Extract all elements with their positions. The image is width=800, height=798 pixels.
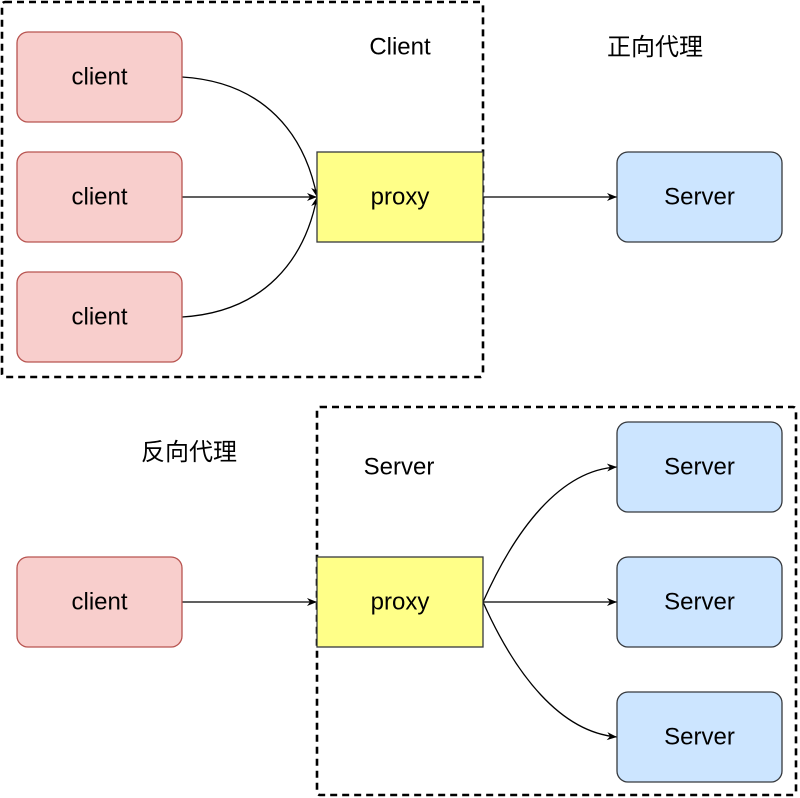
forward-client-node-3: client xyxy=(16,271,183,363)
server-label: Server xyxy=(664,184,735,211)
client-label: client xyxy=(71,304,127,331)
forward-client-node-1: client xyxy=(16,31,183,123)
server-label: Server xyxy=(664,724,735,751)
client-label: client xyxy=(71,184,127,211)
forward-proxy-section: Client 正向代理 client client client proxy S… xyxy=(0,0,783,379)
reverse-proxy-node: proxy xyxy=(316,556,484,648)
reverse-client-node: client xyxy=(16,556,183,648)
reverse-proxy-heading: 反向代理 xyxy=(141,438,237,466)
server-label: Server xyxy=(664,589,735,616)
edge-client-1-to-proxy xyxy=(181,76,320,198)
edge-proxy-to-server-1 xyxy=(482,463,618,603)
edge-client-3-to-proxy xyxy=(181,196,320,318)
client-label: client xyxy=(71,589,127,616)
forward-group-label: Client xyxy=(369,34,431,61)
reverse-proxy-section: 反向代理 Server client proxy Server Server S… xyxy=(16,405,798,797)
reverse-group-label: Server xyxy=(364,454,435,481)
proxy-label: proxy xyxy=(371,589,430,616)
edge-proxy-to-server-3 xyxy=(482,601,618,741)
reverse-server-node-2: Server xyxy=(616,556,783,648)
forward-proxy-node: proxy xyxy=(316,151,484,243)
server-label: Server xyxy=(664,454,735,481)
forward-server-node: Server xyxy=(616,151,783,243)
proxy-label: proxy xyxy=(371,184,430,211)
reverse-server-node-1: Server xyxy=(616,421,783,513)
forward-proxy-heading: 正向代理 xyxy=(607,33,703,61)
reverse-server-node-3: Server xyxy=(616,691,783,783)
client-label: client xyxy=(71,64,127,91)
forward-client-node-2: client xyxy=(16,151,183,243)
